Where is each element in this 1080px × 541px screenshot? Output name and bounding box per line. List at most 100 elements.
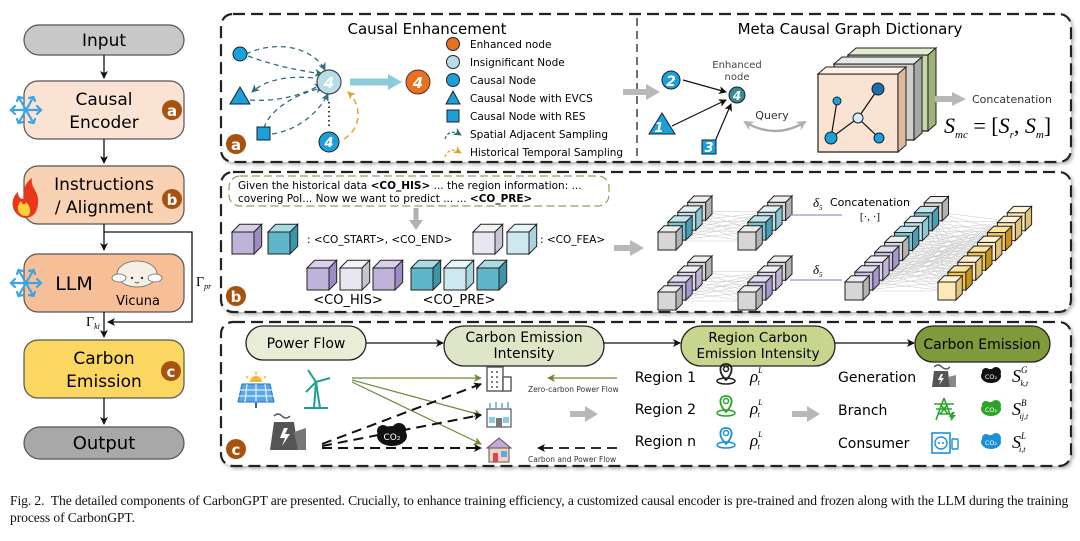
end-token-cube: [266, 223, 299, 256]
figure-caption: Fig. 2. The detailed components of Carbo…: [10, 492, 1075, 526]
svg-text:a: a: [167, 102, 177, 120]
legend-item: Causal Node: [446, 73, 536, 87]
concat-label: Concatenation: [972, 93, 1052, 106]
embedding-cell: [736, 224, 764, 252]
location-pin-icon: [716, 427, 736, 449]
carbon-emission-label-1: Carbon: [73, 349, 134, 369]
wind-turbine-icon: [304, 369, 331, 409]
carbon-emission-label-2: Emission: [66, 372, 142, 392]
fire-icon: [12, 178, 39, 218]
solar-panel-icon: [237, 372, 275, 408]
instruction-prompt-box: [228, 175, 610, 207]
embedding-column-purple: [736, 254, 794, 312]
causal-node-res: [256, 126, 271, 141]
temporal-sampling-edge: [343, 91, 359, 140]
legend-label: Causal Node with EVCS: [470, 93, 593, 105]
svg-text:c: c: [167, 363, 176, 381]
svg-text:4: 4: [323, 136, 333, 151]
badge-b: b: [162, 189, 182, 209]
house-icon: [485, 437, 513, 463]
embedding-cell: [736, 284, 764, 312]
caption-text: The detailed components of CarbonGPT are…: [10, 493, 1069, 525]
legend-item: Historical Temporal Sampling: [444, 146, 623, 159]
legend-item: Insignificant Node: [446, 55, 565, 69]
stage-carbon-emission: [914, 325, 1051, 363]
emission-source-name: Consumer: [838, 436, 910, 452]
co-pre-label: <CO_PRE>: [423, 293, 496, 308]
legend-circle-icon: [446, 37, 460, 51]
badge-a-panel: a: [226, 134, 246, 154]
query-graph: 2 1 3 4 Enhanced node Query: [648, 60, 807, 156]
spatial-sampling-edge: [247, 55, 323, 77]
socket-plug-icon: [931, 432, 959, 454]
power-plant-icon: [270, 413, 306, 450]
node-1: [648, 112, 676, 135]
svg-text:Carbon Emission: Carbon Emission: [465, 330, 582, 346]
legend-label: Historical Temporal Sampling: [470, 147, 623, 159]
his-token-cube: [371, 259, 404, 292]
causal-enhancement-title: Causal Enhancement: [347, 20, 506, 38]
legend-item: Causal Node with EVCS: [445, 89, 593, 105]
causal-encoder-label-1: Causal: [75, 90, 132, 110]
spatial-sampling-edge: [245, 45, 326, 71]
token-fea-label: : <CO_FEA>: [540, 234, 605, 246]
badge-a: a: [162, 100, 182, 120]
legend-item: Causal Node with RES: [446, 109, 586, 123]
legend-label: Insignificant Node: [470, 57, 565, 69]
carbon-power-flow-label: Carbon and Power Flow: [528, 455, 616, 464]
svg-text:4: 4: [732, 89, 741, 103]
gamma-ki-label: Γki: [86, 315, 100, 331]
node-3: [701, 139, 717, 155]
co-his-label: <CO_HIS>: [313, 293, 382, 308]
snowflake-icon: [9, 95, 43, 125]
concat-label-b: Concatenation: [830, 196, 910, 209]
svg-text:b: b: [167, 191, 178, 209]
badge-b-panel: b: [226, 286, 246, 306]
output-label: Output: [73, 433, 136, 454]
emission-source-name: Branch: [838, 403, 887, 419]
power-plant-icon: [932, 364, 956, 387]
llm-model-label: Vicuna: [116, 294, 160, 309]
token-start-end-label: : <CO_START>, <CO_END>: [307, 234, 452, 246]
embedding-column-teal: [656, 194, 714, 252]
svg-text:4: 4: [412, 74, 423, 92]
instruction-prompt-line-2: covering PoI... Now we want to predict .…: [238, 193, 532, 205]
query-arrow: [743, 120, 807, 133]
svg-text:CO₂: CO₂: [384, 433, 401, 443]
llm-node: [23, 253, 185, 313]
gamma-pr-connector: [104, 231, 193, 326]
location-pin-icon: [716, 363, 736, 385]
fea-token-cube: [471, 223, 504, 256]
svg-text:2: 2: [666, 74, 676, 90]
stage-region-intensity: [680, 325, 836, 367]
input-label: Input: [82, 31, 126, 51]
embedding-cell: [656, 224, 684, 252]
embedding-column-purple: [656, 254, 714, 312]
concat-symbol: [·, ·]: [860, 211, 880, 223]
svg-text:Power Flow: Power Flow: [267, 336, 346, 352]
panel-a: Causal Enhancement Meta Causal Graph Dic…: [219, 12, 1073, 164]
transmission-tower-icon: [934, 397, 956, 422]
region-name: Region 2: [635, 402, 696, 418]
svg-text:Emission Intensity: Emission Intensity: [696, 346, 819, 362]
instruction-prompt-line-1: Given the historical data <CO_HIS> ... t…: [238, 180, 582, 192]
instructions-label-1: Instructions: [54, 175, 154, 195]
token-cubes: [230, 223, 538, 292]
legend-label: Causal Node with RES: [470, 111, 586, 123]
legend-item: Spatial Adjacent Sampling: [444, 128, 608, 141]
svg-text:CO₂: CO₂: [985, 439, 998, 447]
co2-cloud-icon: CO₂: [981, 433, 1001, 449]
svg-text:b: b: [231, 288, 242, 306]
stage-carbon-intensity: [443, 325, 605, 367]
fea-token-cube: [505, 223, 538, 256]
legend-dashed-arrow-icon: [444, 128, 462, 140]
spatial-sampling-edge: [271, 93, 329, 135]
office-building-icon: [486, 366, 512, 392]
alignment-network: [656, 194, 1033, 312]
his-token-cube: [338, 259, 371, 292]
